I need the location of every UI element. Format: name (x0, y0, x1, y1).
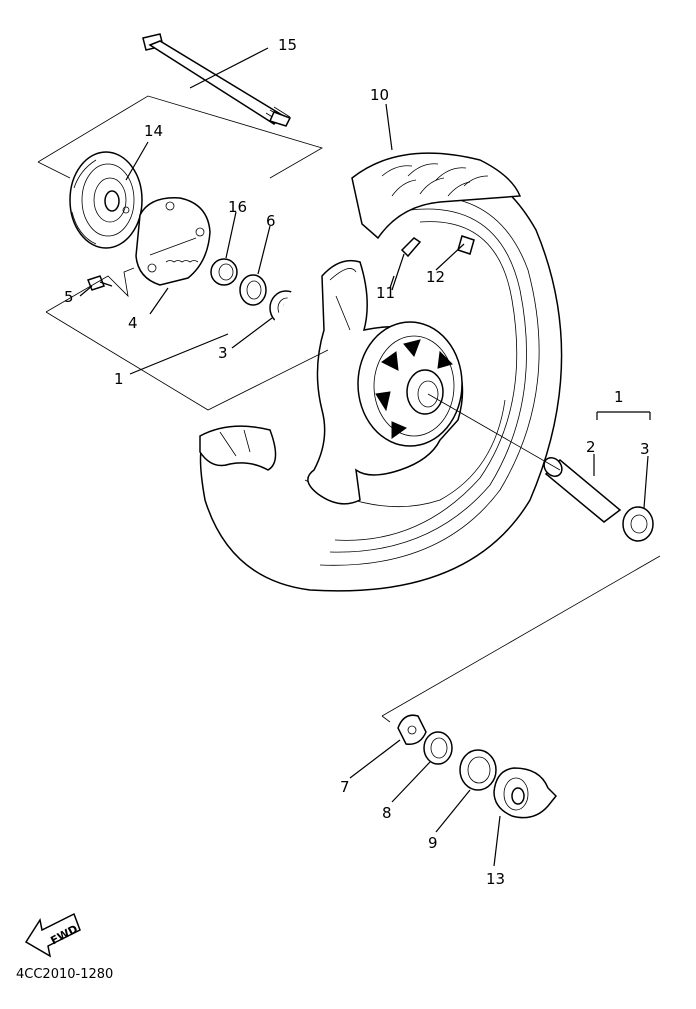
callout-3-left: 3 (218, 344, 228, 362)
drawing-code: 4CC2010-1280 (16, 967, 113, 982)
oil-seal-part-6[interactable] (239, 274, 267, 306)
callout-1-right: 1 (614, 388, 624, 406)
callout-3-right: 3 (640, 440, 650, 458)
callout-14: 14 (144, 122, 163, 140)
plate-part-4[interactable] (135, 197, 211, 286)
callouts: 15 14 16 6 10 12 11 5 4 3 1 1 2 3 7 8 9 … (64, 36, 650, 888)
spacer-part-2[interactable] (540, 454, 622, 523)
callout-10: 10 (370, 86, 389, 104)
screw-part-5[interactable] (87, 275, 113, 291)
axle-part-15[interactable] (142, 33, 292, 127)
washer-part-8[interactable] (423, 731, 453, 765)
callout-7: 7 (340, 778, 350, 796)
callout-12: 12 (426, 268, 445, 286)
callout-2: 2 (586, 438, 596, 456)
callout-11: 11 (376, 284, 395, 302)
callout-16: 16 (228, 198, 247, 216)
clip-part-7[interactable] (397, 714, 427, 745)
callout-9: 9 (428, 834, 438, 852)
callout-15: 15 (278, 36, 297, 54)
balance-weight-part-12[interactable] (457, 235, 475, 255)
callout-13: 13 (486, 870, 505, 888)
callout-1-left: 1 (114, 370, 124, 388)
hub-cover-part-14[interactable] (69, 151, 143, 249)
valve-part-11[interactable] (391, 237, 422, 291)
oil-seal-part-9[interactable] (459, 749, 497, 791)
leader-lines (37, 47, 661, 867)
collar-part-16[interactable] (210, 258, 238, 286)
wheel-rim (307, 259, 464, 505)
bearing-part-3-right[interactable] (622, 506, 654, 542)
callout-8: 8 (382, 804, 392, 822)
gear-unit-part-13[interactable] (493, 767, 558, 819)
callout-5: 5 (64, 288, 74, 306)
callout-6: 6 (266, 212, 276, 230)
callout-4: 4 (128, 314, 138, 332)
fwd-arrow-icon: FWD (24, 912, 81, 958)
